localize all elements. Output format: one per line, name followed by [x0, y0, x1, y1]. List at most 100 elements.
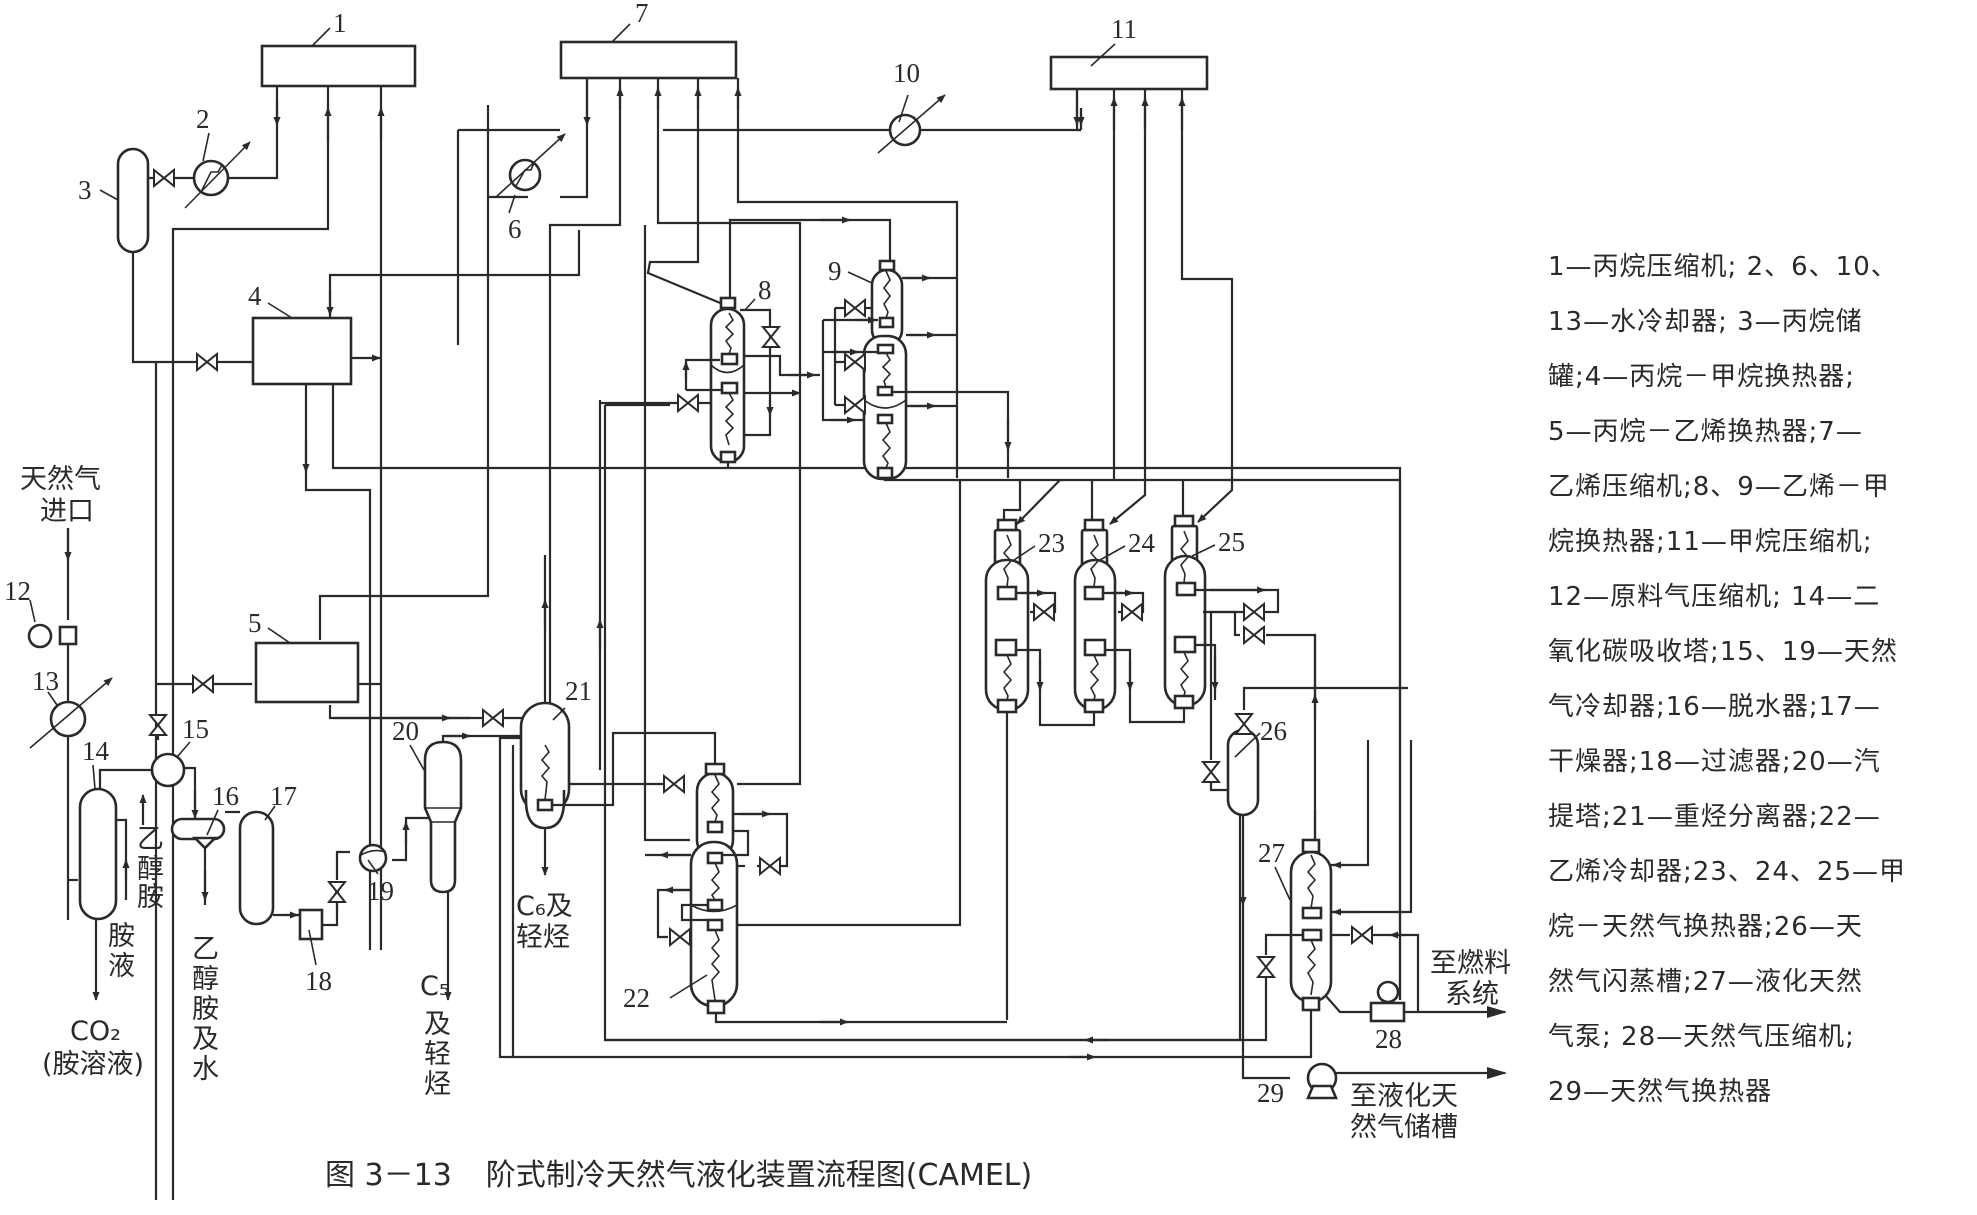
ethanolamine-inlet-label: 乙 — [137, 824, 164, 855]
ethylene-methane-hx-8: 8 — [600, 275, 820, 468]
stripper-20: 20 — [392, 716, 463, 894]
label-8: 8 — [758, 275, 772, 305]
label-22: 22 — [623, 983, 650, 1013]
heavy-hc-separator-21: 21 — [519, 555, 717, 876]
propane-compressor: 1 — [260, 8, 417, 88]
valve[interactable] — [1121, 603, 1143, 621]
water-cooler-13: 13 — [29, 666, 113, 749]
label-7: 7 — [635, 0, 649, 28]
label-9: 9 — [828, 256, 842, 286]
legend-line: 29—天然气换热器 — [1548, 1077, 1773, 1107]
dryer-17: 17 — [238, 781, 297, 926]
label-23: 23 — [1038, 528, 1065, 558]
label-26: 26 — [1260, 716, 1287, 746]
label-27: 27 — [1258, 838, 1285, 868]
valve[interactable] — [482, 709, 504, 727]
legend-line: 气泵; 28—天然气压缩机; — [1548, 1022, 1855, 1052]
valve[interactable] — [1243, 626, 1265, 644]
valve[interactable] — [1243, 603, 1265, 621]
label-10: 10 — [893, 58, 920, 88]
label-2: 2 — [196, 104, 210, 134]
figure-title: 阶式制冷天然气液化装置流程图(CAMEL) — [485, 1158, 1033, 1193]
figure-caption: 图 3－13 阶式制冷天然气液化装置流程图(CAMEL) — [325, 1150, 1066, 1194]
ethylene-loop-lines — [456, 78, 1242, 1042]
gas-cooler-15: 15 — [150, 714, 209, 788]
label-12: 12 — [4, 576, 31, 606]
c6-light-hc-label: 轻烃 — [516, 922, 570, 953]
feed-gas-compressor-12: 12 — [4, 576, 78, 649]
label-20: 20 — [392, 716, 419, 746]
legend-line: 乙烯压缩机;8、9—乙烯－甲 — [1548, 472, 1890, 502]
c5-light-hc-label: 轻 — [424, 1039, 451, 1070]
label-1: 1 — [333, 8, 347, 38]
legend-line: 12—原料气压缩机; 14—二 — [1548, 582, 1881, 612]
legend-line: 1—丙烷压缩机; 2、6、10、 — [1548, 252, 1898, 282]
label-16: 16 — [212, 781, 239, 811]
valve[interactable] — [192, 675, 214, 693]
legend-line: 烷换热器;11—甲烷压缩机; — [1548, 527, 1873, 557]
ethylene-cooler-22: 22 — [623, 480, 1007, 1026]
label-28: 28 — [1375, 1024, 1402, 1054]
valve[interactable] — [759, 857, 781, 875]
water-cooler-2: 2 — [184, 104, 251, 209]
co2-absorber-14: 14 — [78, 736, 118, 921]
label-5: 5 — [248, 608, 262, 638]
methane-gas-hx-24: 24 — [1038, 518, 1156, 727]
valve[interactable] — [677, 394, 699, 412]
gas-hx-29: 29 — [1257, 1062, 1507, 1108]
ethylene-compressor: 7 — [559, 0, 738, 80]
label-29: 29 — [1257, 1078, 1284, 1108]
c5-light-hc-label: 烃 — [424, 1069, 451, 1100]
legend-line: 罐;4—丙烷－甲烷换热器; — [1548, 362, 1856, 392]
legend-line: 13—水冷却器; 3—丙烷储 — [1548, 307, 1863, 337]
label-3: 3 — [78, 175, 92, 205]
water-cooler-6: 6 — [495, 133, 566, 244]
label-13: 13 — [32, 666, 59, 696]
ethanolamine-water-label: 及 — [192, 1024, 219, 1055]
legend-line: 氧化碳吸收塔;15、19—天然 — [1548, 637, 1898, 667]
figure-number: 图 3－13 — [325, 1158, 452, 1193]
c6-light-hc-label: C₆及 — [516, 891, 573, 922]
valve[interactable] — [1351, 926, 1373, 944]
valve[interactable] — [1202, 761, 1220, 783]
valve[interactable] — [1033, 603, 1055, 621]
valve[interactable] — [1235, 713, 1253, 735]
label-24: 24 — [1128, 528, 1156, 558]
amine-liquid-label: 胺 — [108, 921, 135, 952]
valve[interactable] — [1257, 956, 1275, 978]
propane-ethylene-hx: 5 — [248, 608, 360, 704]
ethanolamine-water-label: 乙 — [192, 934, 219, 965]
valve[interactable] — [844, 299, 866, 317]
valve[interactable] — [196, 353, 218, 371]
equipment-legend: 1—丙烷压缩机; 2、6、10、 13—水冷却器; 3—丙烷储 罐;4—丙烷－甲… — [1548, 240, 1968, 1120]
legend-line: 5—丙烷－乙烯换热器;7— — [1548, 417, 1863, 447]
valve[interactable] — [663, 775, 685, 793]
legend-line: 干燥器;18—过滤器;20—汽 — [1548, 747, 1881, 777]
label-11: 11 — [1111, 14, 1137, 44]
valve[interactable] — [328, 881, 346, 903]
label-14: 14 — [82, 736, 110, 766]
feed-gas-lines — [64, 528, 528, 1057]
valve[interactable] — [844, 396, 866, 414]
label-15: 15 — [182, 714, 209, 744]
lng-pump-27: 27 — [498, 736, 1420, 1061]
co2-outlet-label: CO₂ — [70, 1016, 121, 1047]
label-19: 19 — [367, 876, 394, 906]
valve[interactable] — [669, 928, 691, 946]
c5-light-hc-label: 及 — [424, 1009, 451, 1040]
to-lng-tank-label: 然气储槽 — [1350, 1112, 1458, 1143]
label-25: 25 — [1218, 527, 1245, 557]
valve[interactable] — [844, 353, 866, 371]
label-4: 4 — [248, 281, 262, 311]
co2-outlet-label: (胺溶液) — [42, 1049, 144, 1080]
valve[interactable] — [762, 326, 780, 348]
ethanolamine-water-label: 胺 — [192, 994, 219, 1025]
legend-line: 乙烯冷却器;23、24、25—甲 — [1548, 857, 1907, 887]
valve[interactable] — [149, 714, 167, 736]
valve[interactable] — [153, 169, 175, 187]
ethanolamine-inlet-label: 胺 — [137, 882, 164, 913]
ethylene-methane-hx-9: 9 — [821, 256, 1400, 482]
label-18: 18 — [305, 966, 332, 996]
to-lng-tank-label: 至液化天 — [1350, 1081, 1458, 1112]
